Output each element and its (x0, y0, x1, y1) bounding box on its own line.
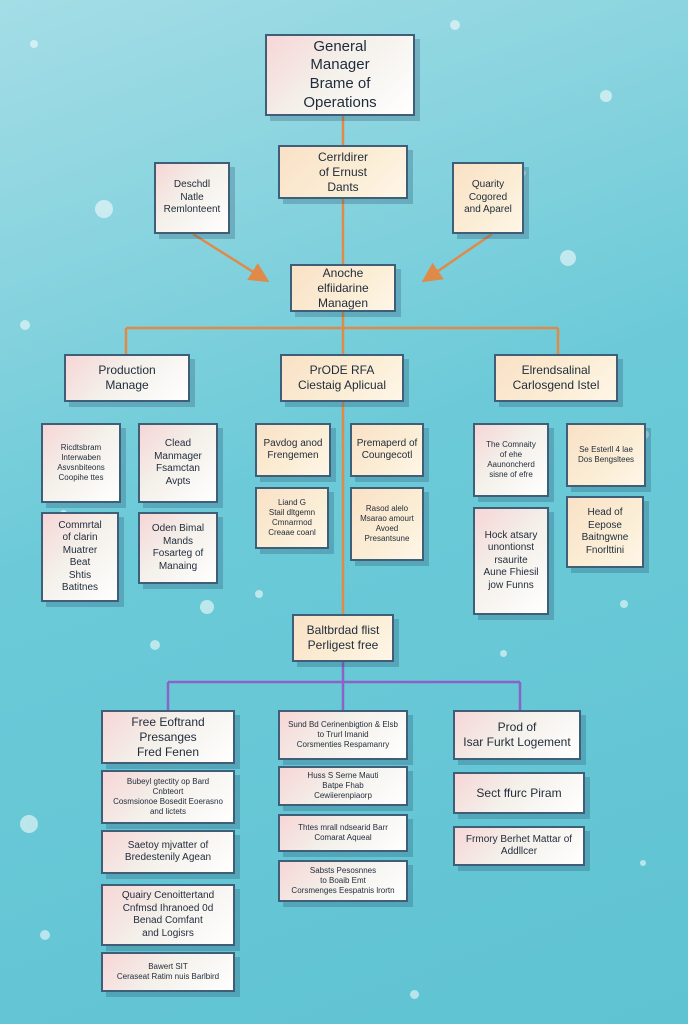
right-col1-a-label: The Comnaity of ehe Aaunoncherd sisne of… (486, 440, 536, 479)
snow-dot (255, 590, 263, 598)
left-side-label: Deschdl Natle Remlonteent (163, 179, 221, 216)
center-col2-b-label: Rasod alelo Msarao amourt Avoed Presants… (360, 504, 414, 543)
general-manager-box: General Manager Brame of Operations (265, 34, 415, 116)
bottom-center-2-label: Thtes mrall ndsearid Barr Comarat Aqueal (298, 823, 388, 842)
right-col2-b-box: Head of Eepose Baitngwne Fnorlttini (566, 496, 644, 568)
left-col2-b-label: Oden Bimal Mands Fosarteg of Manaing (151, 523, 205, 572)
right-col1-b-label: Hock atsary unontionst rsaurite Aune Fhi… (483, 529, 539, 591)
bottom-center-1-box: Huss S Serne Mauti Batpe Fhab Cewiierenp… (278, 766, 408, 806)
bottom-center-1-label: Huss S Serne Mauti Batpe Fhab Cewiierenp… (307, 771, 379, 800)
right-col2-b-label: Head of Eepose Baitngwne Fnorlttini (581, 507, 629, 556)
left-col1-a-label: Ricdtsbram Interwaben Asvsnbiteons Coopi… (57, 443, 105, 482)
center-col2-a-box: Premaperd of Coungecotl (350, 423, 424, 477)
left-col1-a-box: Ricdtsbram Interwaben Asvsnbiteons Coopi… (41, 423, 121, 503)
snow-dot (40, 930, 50, 940)
snow-dot (20, 815, 38, 833)
snow-dot (30, 40, 38, 48)
bottom-left-2-box: Saetoy mjvatter of Bredestenily Agean (101, 830, 235, 874)
snow-dot (600, 90, 612, 102)
mid-manager-label: Anoche elfiidarine Managen (317, 265, 369, 310)
center-branch-box: PrODE RFA Ciestaig Aplicual (280, 354, 404, 402)
left-col2-b-box: Oden Bimal Mands Fosarteg of Manaing (138, 512, 218, 584)
bottom-center-head-box: Sund Bd Cerinenbigtion & Elsb to Trurl I… (278, 710, 408, 760)
hub-box: Baltbrdad flist Perligest free (292, 614, 394, 662)
bottom-right-2-label: Frmory Berhet Mattar of Addllcer (465, 833, 573, 858)
center-top-box: Cerrldirer of Ernust Dants (278, 145, 408, 199)
right-col2-a-box: Se Esterll 4 lae Dos Bengsltees (566, 423, 646, 487)
bottom-left-head-box: Free Eoftrand Presanges Fred Fenen (101, 710, 235, 764)
bottom-left-head-label: Free Eoftrand Presanges Fred Fenen (131, 714, 205, 759)
bottom-right-1-label: Sect ffurc Piram (476, 785, 562, 800)
right-side-label: Quarity Cogored and Aparel (464, 179, 512, 216)
left-col2-a-label: Clead Manmager Fsamctan Avpts (154, 438, 202, 487)
bottom-center-2-box: Thtes mrall ndsearid Barr Comarat Aqueal (278, 814, 408, 852)
right-branch-box: Elrendsalinal Carlosgend Istel (494, 354, 618, 402)
production-manager-label: Production Manage (98, 363, 156, 392)
center-col1-b-box: Liand G Stail dltgemn Cmnarrnod Creaae c… (255, 487, 329, 549)
center-top-label: Cerrldirer of Ernust Dants (317, 149, 368, 194)
snow-dot (560, 250, 576, 266)
hub-label: Baltbrdad flist Perligest free (306, 623, 380, 652)
right-side-box: Quarity Cogored and Aparel (452, 162, 524, 234)
center-col1-a-label: Pavdog anod Frengemen (263, 437, 323, 462)
center-col2-a-label: Premaperd of Coungecotl (356, 437, 418, 462)
right-branch-label: Elrendsalinal Carlosgend Istel (512, 363, 600, 392)
bottom-center-3-label: Sabsts Pesosnnes to Boaib Emt Corsmenges… (291, 866, 395, 895)
bottom-left-1-label: Bubeyl gtectity op Bard Cnbteort Cosmsio… (113, 777, 223, 816)
left-side-box: Deschdl Natle Remlonteent (154, 162, 230, 234)
snow-dot (620, 600, 628, 608)
snow-dot (20, 320, 30, 330)
snow-dot (410, 990, 419, 999)
snow-dot (200, 600, 214, 614)
bottom-right-head-label: Prod of Isar Furkt Logement (463, 720, 571, 749)
bottom-left-2-label: Saetoy mjvatter of Bredestenily Agean (124, 839, 212, 864)
bottom-left-3-label: Quairy Cenoittertand Cnfmsd Ihranoed 0d … (121, 890, 215, 939)
right-col2-a-label: Se Esterll 4 lae Dos Bengsltees (577, 445, 635, 464)
center-col1-b-label: Liand G Stail dltgemn Cmnarrnod Creaae c… (268, 498, 316, 537)
bottom-left-1-box: Bubeyl gtectity op Bard Cnbteort Cosmsio… (101, 770, 235, 824)
left-col1-b-label: Commrtal of clarin Muatrer Beat Shtis Ba… (58, 519, 102, 594)
center-branch-label: PrODE RFA Ciestaig Aplicual (297, 363, 387, 392)
bottom-center-3-box: Sabsts Pesosnnes to Boaib Emt Corsmenges… (278, 860, 408, 902)
bottom-left-3-box: Quairy Cenoittertand Cnfmsd Ihranoed 0d … (101, 884, 235, 946)
bottom-left-4-label: Bawert SIT Ceraseat Ratim nuis Barlbird (116, 962, 220, 981)
right-col1-a-box: The Comnaity of ehe Aaunoncherd sisne of… (473, 423, 549, 497)
bottom-center-head-label: Sund Bd Cerinenbigtion & Elsb to Trurl I… (288, 720, 398, 749)
bottom-right-head-box: Prod of Isar Furkt Logement (453, 710, 581, 760)
bottom-left-4-box: Bawert SIT Ceraseat Ratim nuis Barlbird (101, 952, 235, 992)
snow-dot (640, 860, 646, 866)
production-manager-box: Production Manage (64, 354, 190, 402)
snow-dot (450, 20, 460, 30)
snow-dot (500, 650, 507, 657)
bottom-right-2-box: Frmory Berhet Mattar of Addllcer (453, 826, 585, 866)
snow-dot (150, 640, 160, 650)
left-col2-a-box: Clead Manmager Fsamctan Avpts (138, 423, 218, 503)
bottom-right-1-box: Sect ffurc Piram (453, 772, 585, 814)
snow-dot (95, 200, 113, 218)
mid-manager-box: Anoche elfiidarine Managen (290, 264, 396, 312)
center-col2-b-box: Rasod alelo Msarao amourt Avoed Presants… (350, 487, 424, 561)
left-col1-b-box: Commrtal of clarin Muatrer Beat Shtis Ba… (41, 512, 119, 602)
right-col1-b-box: Hock atsary unontionst rsaurite Aune Fhi… (473, 507, 549, 615)
general-manager-label: General Manager Brame of Operations (303, 37, 377, 111)
center-col1-a-box: Pavdog anod Frengemen (255, 423, 331, 477)
